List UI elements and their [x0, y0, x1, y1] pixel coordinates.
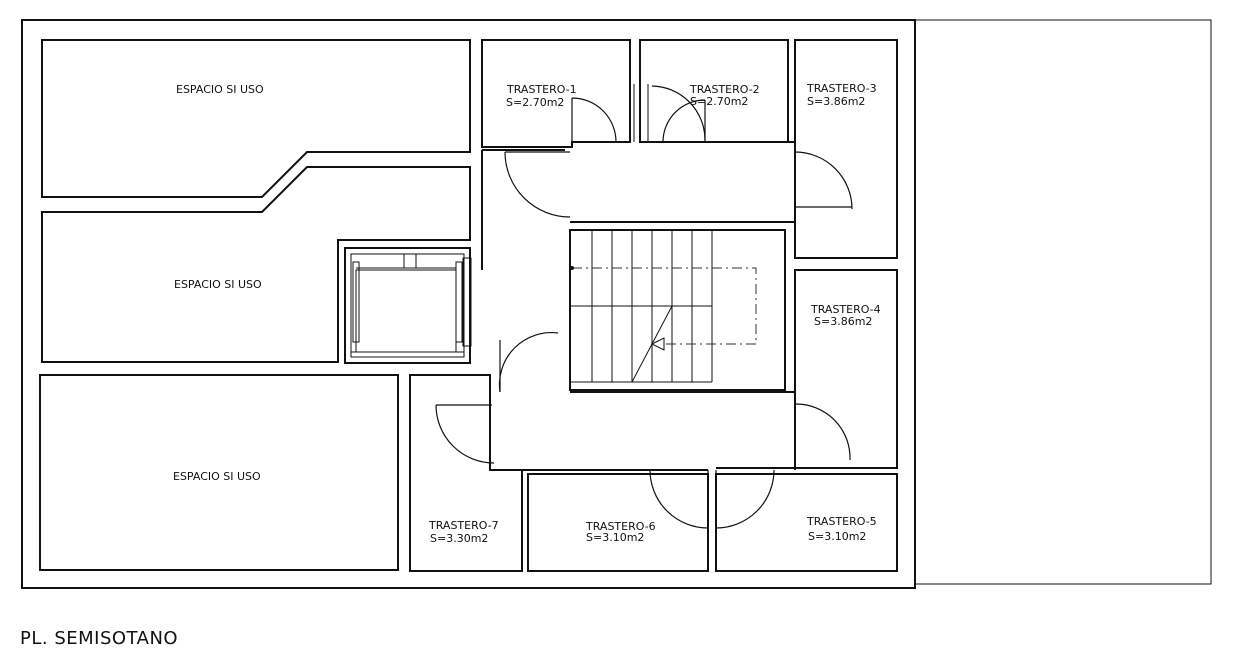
room-area: S=2.70m2 [506, 96, 564, 109]
room-label: TRASTERO-1 [506, 83, 577, 96]
room-label: TRASTERO-3 [806, 82, 877, 95]
trastero-4-outline [794, 269, 898, 469]
espacio-3-outline [39, 374, 399, 571]
room-label: TRASTERO-5 [806, 515, 877, 528]
room-area: S=3.86m2 [814, 315, 872, 328]
trastero-3-outline [794, 39, 898, 259]
room-area: S=3.86m2 [807, 95, 865, 108]
room-area: S=2.70m2 [690, 95, 748, 108]
adjacent-lot [914, 19, 1212, 585]
room-label: TRASTERO-2 [689, 83, 760, 96]
outer-boundary [21, 19, 916, 589]
room-label: ESPACIO SI USO [174, 278, 262, 291]
room-label: TRASTERO-7 [428, 519, 499, 532]
room-label: ESPACIO SI USO [176, 83, 264, 96]
room-label: TRASTERO-6 [585, 520, 656, 533]
room-area: S=3.10m2 [808, 530, 866, 543]
plan-title: PL. SEMISOTANO [20, 628, 179, 649]
espacio-1-outline [41, 39, 471, 198]
room-label: ESPACIO SI USO [173, 470, 261, 483]
espacio-2-outline [41, 166, 471, 363]
room-area: S=3.10m2 [586, 531, 644, 544]
door-swings [435, 85, 853, 529]
corridor-wall-upper [481, 141, 796, 270]
lift-shaft [344, 247, 472, 364]
stair-well [569, 229, 786, 391]
room-area: S=3.30m2 [430, 532, 488, 545]
corridor-wall-lower [489, 391, 796, 471]
room-label: TRASTERO-4 [810, 303, 881, 316]
